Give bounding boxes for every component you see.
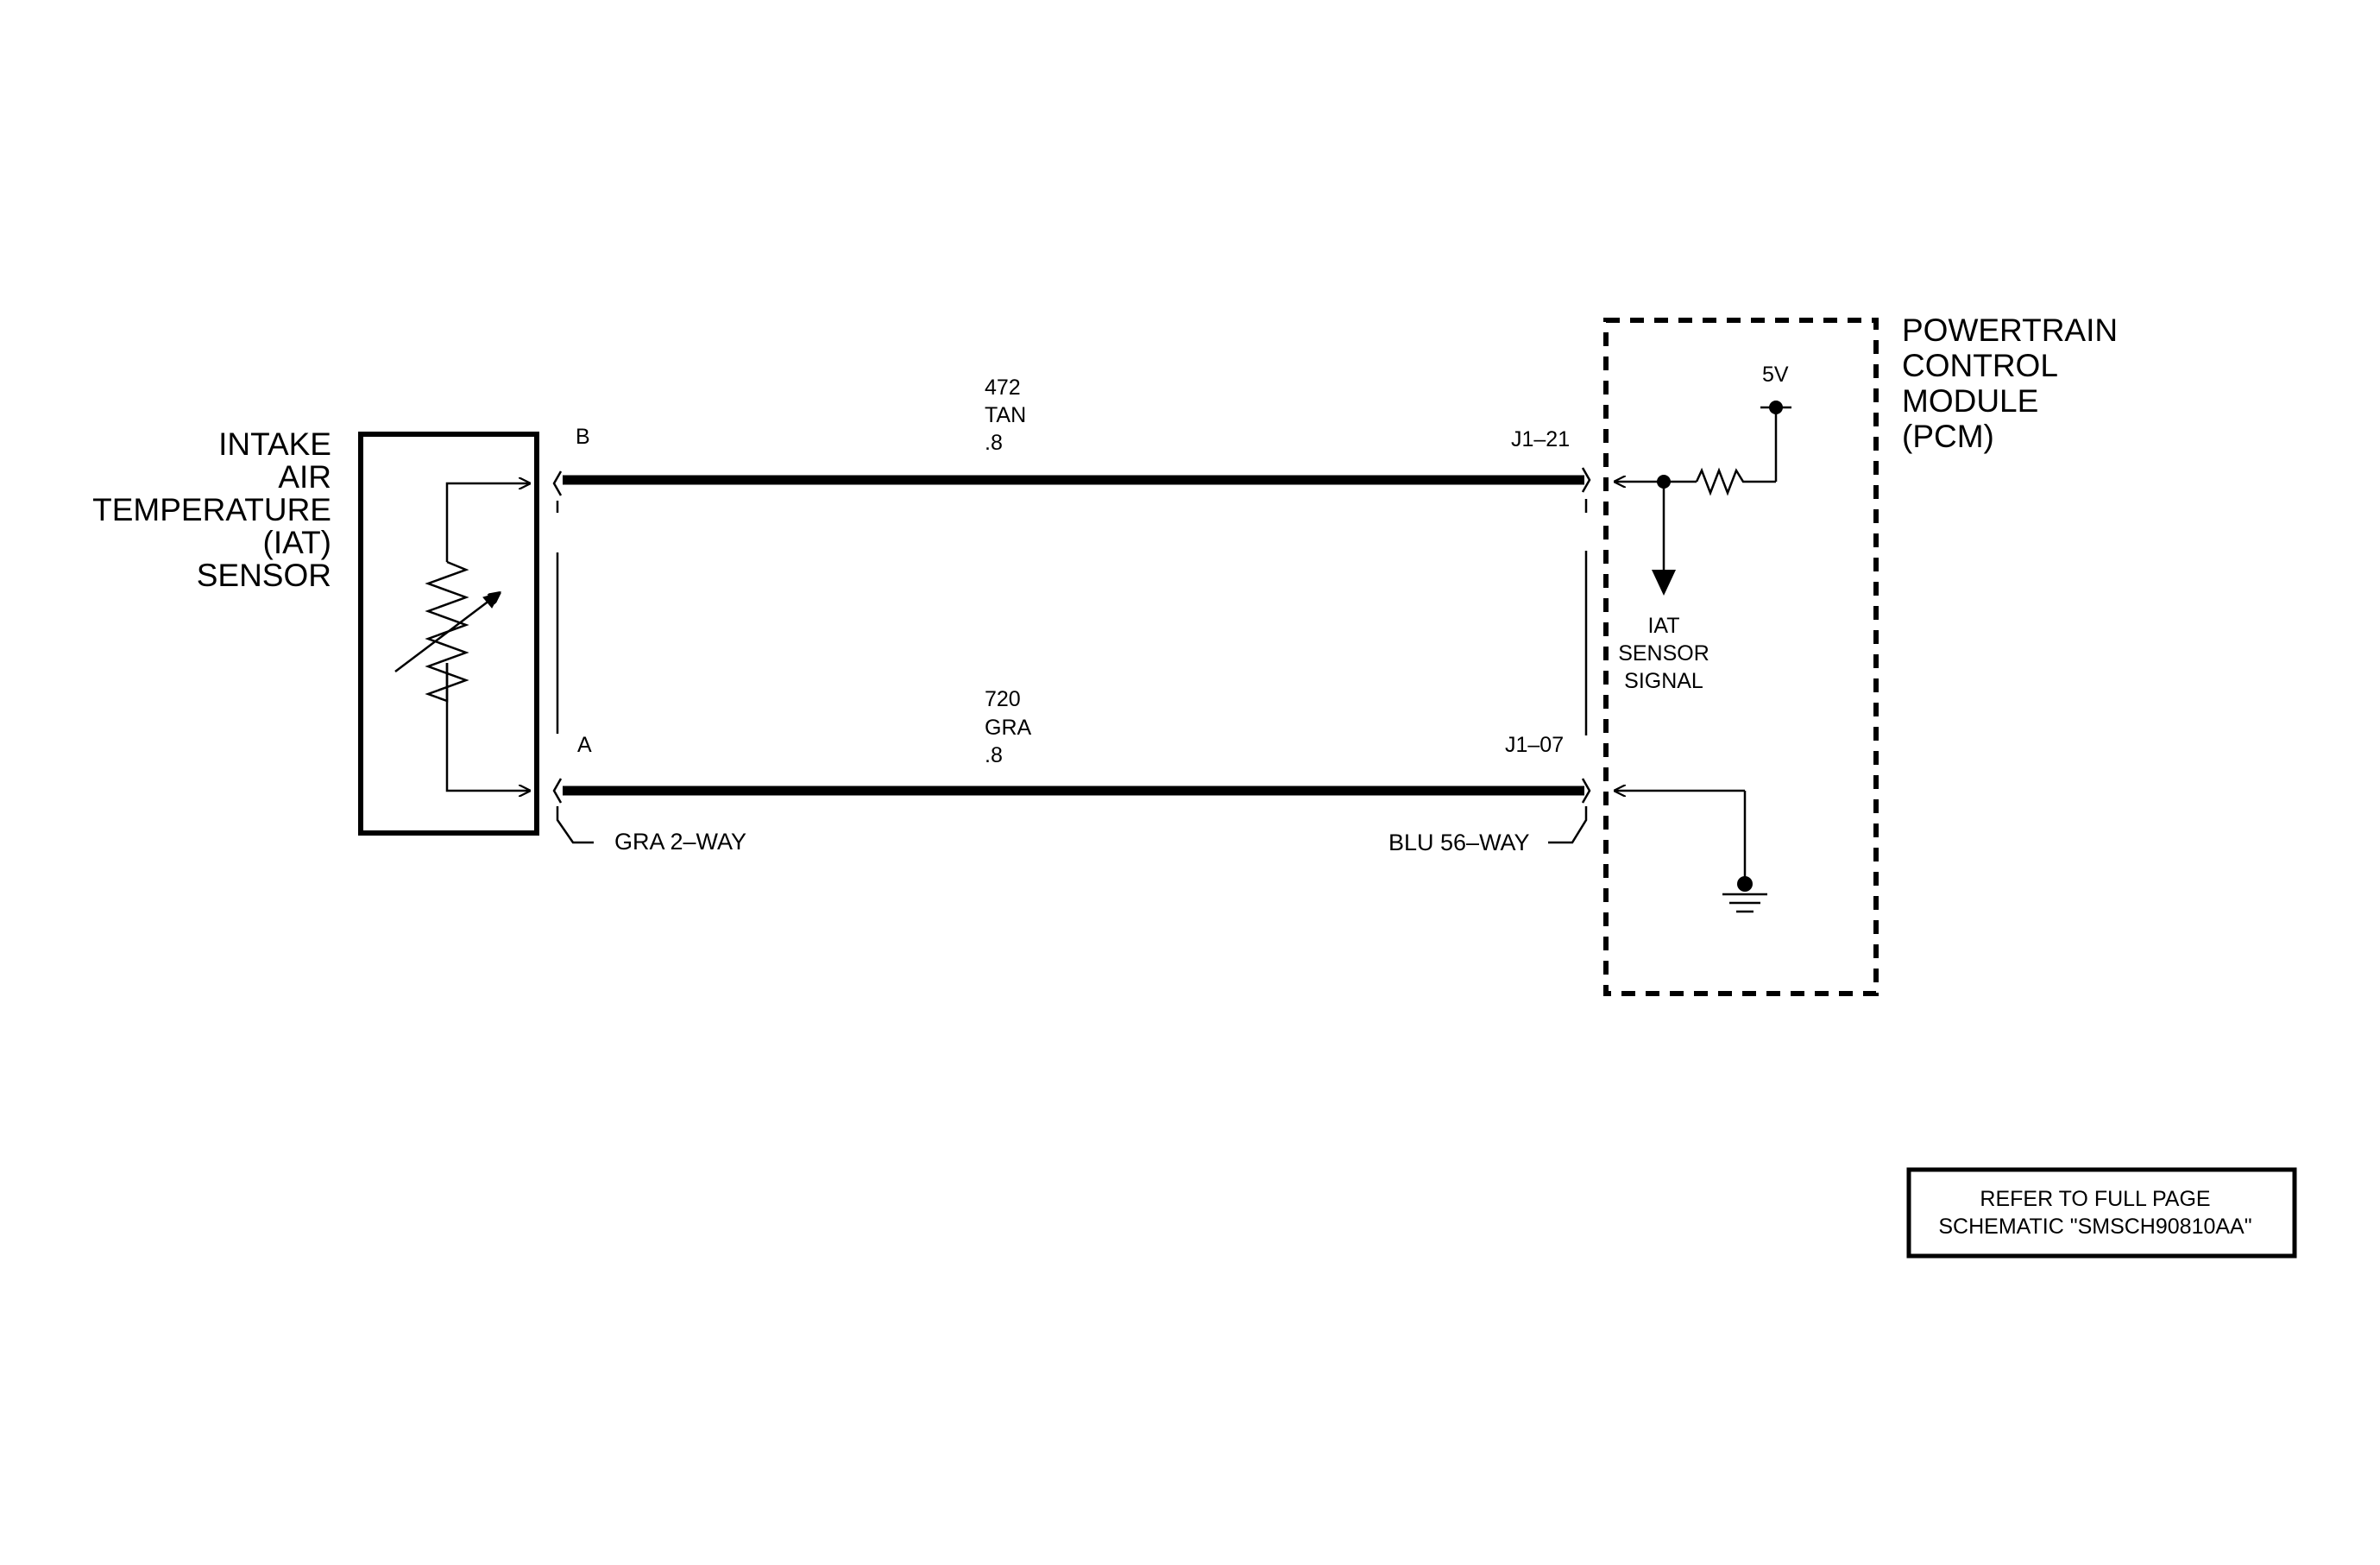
ground-node <box>1737 876 1753 892</box>
signal-arrow <box>1652 570 1676 596</box>
pcm-label: POWERTRAIN CONTROL MODULE (PCM) <box>1902 312 2118 454</box>
pcm-pin-top: J1–21 <box>1511 427 1570 451</box>
signal-node <box>1657 475 1671 489</box>
signal-line-3: SIGNAL <box>1624 669 1703 693</box>
sensor-name-line-2: AIR <box>278 459 331 495</box>
signal-line-2: SENSOR <box>1618 641 1709 666</box>
sensor-connector <box>552 470 594 844</box>
pcm-name-line-3: MODULE <box>1902 383 2038 419</box>
pcm-pullup-circuit <box>1614 406 1791 577</box>
signal-label: IAT SENSOR SIGNAL <box>1618 614 1709 693</box>
thermistor <box>394 483 531 791</box>
wire-bottom-size: .8 <box>985 743 1003 767</box>
variable-arrowhead <box>482 591 502 609</box>
pcm-name-line-4: (PCM) <box>1902 419 1994 454</box>
sensor-name-line-3: TEMPERATURE <box>92 492 331 527</box>
sensor-connector-label: GRA 2–WAY <box>614 829 746 855</box>
thermistor-zigzag <box>425 560 469 703</box>
sensor-name-line-5: SENSOR <box>197 558 331 593</box>
pcm-name-line-1: POWERTRAIN <box>1902 312 2118 348</box>
signal-line-1: IAT <box>1647 614 1679 638</box>
supply-voltage: 5V <box>1762 363 1789 387</box>
wire-top-label: 472 TAN .8 <box>985 375 1026 455</box>
sensor-name-line-1: INTAKE <box>218 426 331 462</box>
sensor-label: INTAKE AIR TEMPERATURE (IAT) SENSOR <box>92 426 331 593</box>
pullup-resistor <box>1695 467 1776 496</box>
note-line-1: REFER TO FULL PAGE <box>1980 1187 2210 1211</box>
wire-top-color: TAN <box>985 403 1026 427</box>
wire-bottom-circuit: 720 <box>985 687 1021 711</box>
pcm-connector <box>1548 467 1591 844</box>
sensor-pin-b: B <box>576 425 590 449</box>
wire-top-circuit: 472 <box>985 375 1021 400</box>
supply-node <box>1769 401 1783 414</box>
variable-arrow <box>394 592 501 672</box>
note-line-2: SCHEMATIC "SMSCH90810AA" <box>1938 1215 2251 1239</box>
pcm-ground-circuit <box>1614 791 1767 913</box>
pcm-name-line-2: CONTROL <box>1902 348 2058 383</box>
wire-bottom-color: GRA <box>985 716 1032 740</box>
sensor-name-line-4: (IAT) <box>263 525 331 560</box>
pcm-pin-bottom: J1–07 <box>1505 733 1564 757</box>
pcm-connector-label: BLU 56–WAY <box>1388 830 1530 855</box>
note-box <box>1906 1167 2297 1259</box>
pcm-box <box>1603 318 1879 996</box>
wire-bottom-label: 720 GRA .8 <box>985 687 1032 767</box>
wire-top-size: .8 <box>985 431 1003 455</box>
sensor-box <box>358 432 539 836</box>
sensor-pin-a: A <box>577 733 592 757</box>
